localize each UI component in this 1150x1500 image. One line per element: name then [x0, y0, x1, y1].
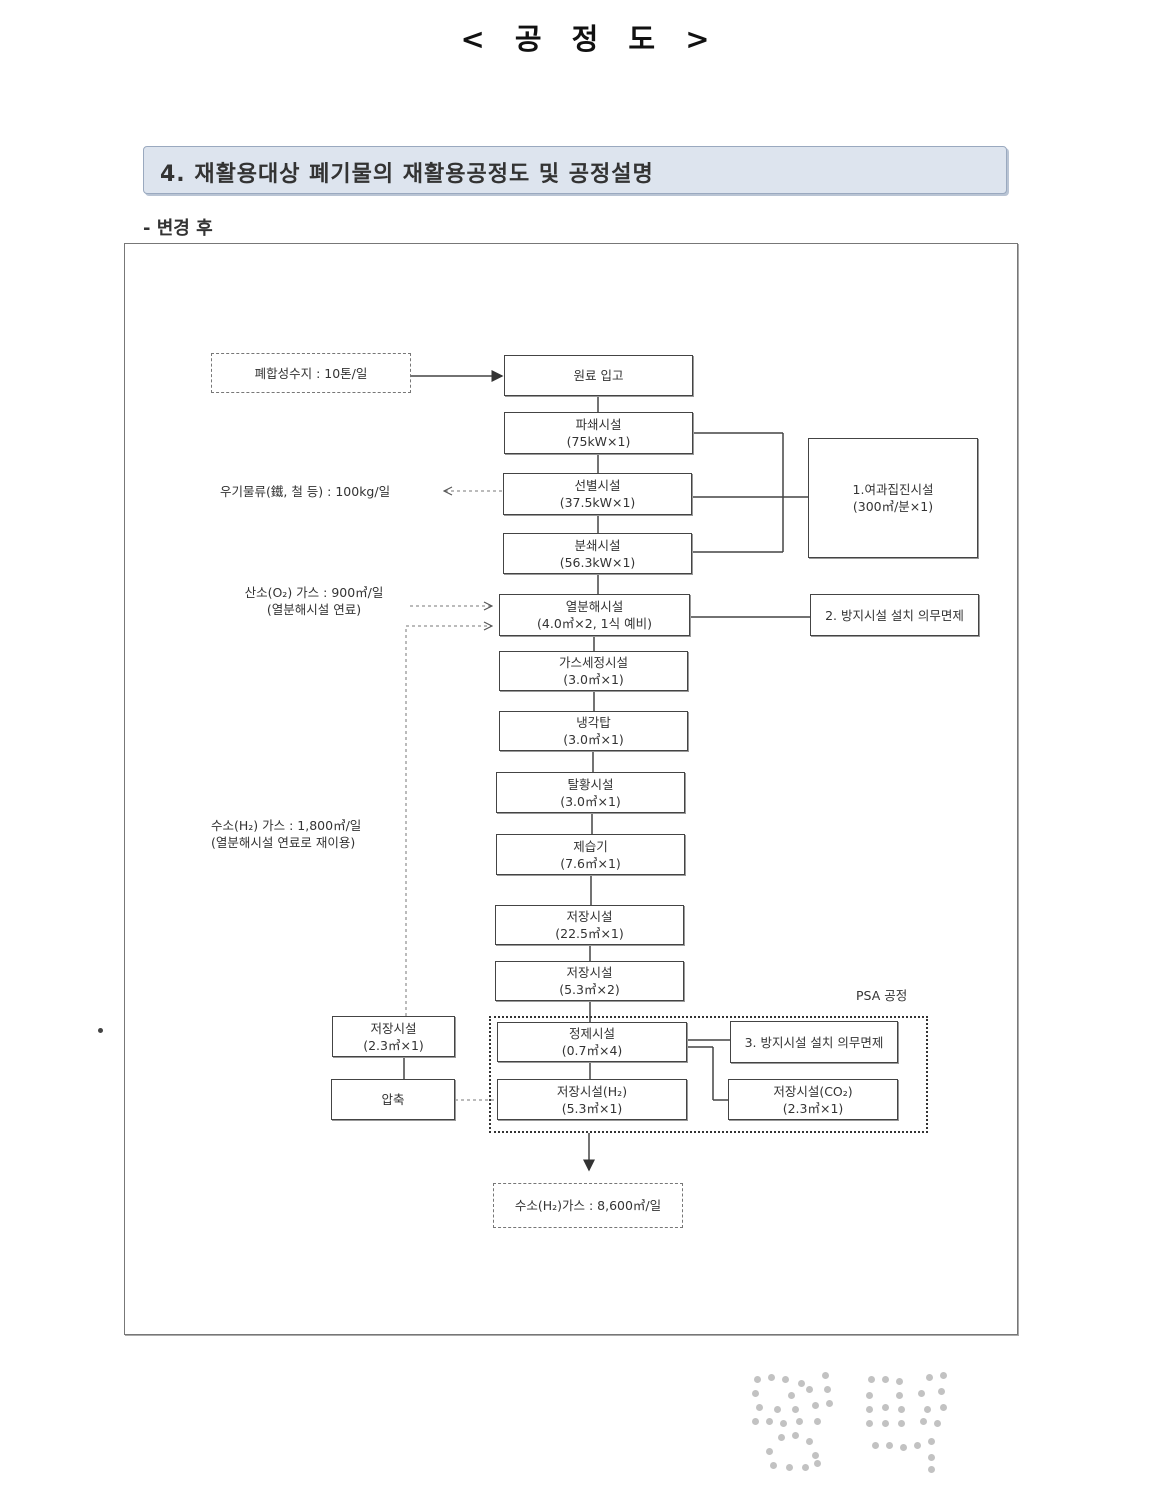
final-output-box: 수소(H₂)가스 : 8,600㎥/일 [493, 1183, 683, 1228]
flow-spec: (3.0㎥×1) [560, 793, 621, 809]
flow-label: 선별시설 [574, 478, 621, 493]
diagram-frame [124, 243, 1018, 1335]
storage-h2-spec: (5.3㎥×1) [561, 1100, 623, 1116]
flow-spec: (3.0㎥×1) [563, 732, 624, 747]
flow-label: 저장시설 [566, 965, 613, 980]
oxygen-note-line1: 산소(O₂) 가스 : 900㎥/일 [244, 585, 384, 600]
flow-box-sorting: 선별시설 (37.5kW×1) [503, 473, 692, 515]
section-title-banner: 4. 재활용대상 폐기물의 재활용공정도 및 공정설명 [143, 146, 1007, 194]
storage-co2-spec: (2.3㎥×1) [782, 1100, 844, 1116]
side-storage-box: 저장시설 (2.3㎥×1) [332, 1016, 455, 1057]
flow-spec: (4.0㎥×2, 1식 예비) [537, 616, 652, 631]
flow-spec: (37.5kW×1) [559, 495, 636, 510]
input-label: 폐합성수지 : 10톤/일 [254, 365, 368, 381]
dust-collector-box: 1.여과집진시설 (300㎥/분×1) [808, 438, 978, 558]
flow-label: 파쇄시설 [575, 417, 622, 432]
flow-spec: (75kW×1) [566, 434, 631, 449]
compression-box: 압축 [331, 1079, 455, 1120]
flow-label: 저장시설 [566, 909, 613, 924]
flow-box-storage-2: 저장시설 (5.3㎥×2) [495, 961, 684, 1001]
flow-label: 가스세정시설 [558, 655, 628, 670]
exemption-3-label: 3. 방지시설 설치 의무면제 [744, 1034, 884, 1050]
flow-box-grinding: 분쇄시설 (56.3kW×1) [503, 533, 692, 574]
hydrogen-note: 수소(H₂) 가스 : 1,800㎥/일 (열분해시설 연료로 재이용) [211, 817, 361, 851]
psa-process-group [489, 1016, 928, 1133]
exemption-2-label: 2. 방지시설 설치 의무면제 [825, 607, 964, 623]
purification-box: 정제시설 (0.7㎥×4) [497, 1022, 687, 1062]
flow-spec: (7.6㎥×1) [560, 855, 621, 871]
side-storage-spec: (2.3㎥×1) [363, 1037, 424, 1053]
storage-h2-box: 저장시설(H₂) (5.3㎥×1) [497, 1079, 687, 1120]
oxygen-note: 산소(O₂) 가스 : 900㎥/일 (열분해시설 연료) [214, 584, 414, 618]
flow-box-gas-scrubber: 가스세정시설 (3.0㎥×1) [499, 651, 688, 691]
dust-collector-spec: (300㎥/분×1) [852, 499, 934, 514]
subheading: - 변경 후 [143, 218, 213, 239]
flow-spec: (5.3㎥×2) [559, 982, 620, 997]
flow-box-desulfurization: 탈황시설 (3.0㎥×1) [496, 772, 685, 813]
psa-label: PSA 공정 [856, 988, 908, 1003]
flow-box-dehumidifier: 제습기 (7.6㎥×1) [496, 834, 685, 875]
flow-spec: (22.5㎥×1) [555, 926, 624, 941]
flow-spec: (56.3kW×1) [559, 554, 636, 570]
storage-co2-label: 저장시설(CO₂) [773, 1083, 853, 1099]
purification-label: 정제시설 [568, 1026, 615, 1041]
flow-box-storage-1: 저장시설 (22.5㎥×1) [495, 905, 684, 945]
dust-collector-label: 1.여과집진시설 [852, 482, 934, 497]
exemption-2-box: 2. 방지시설 설치 의무면제 [810, 594, 979, 636]
purification-spec: (0.7㎥×4) [561, 1043, 623, 1058]
page-title: < 공 정 도 > [460, 22, 720, 56]
hydrogen-note-line1: 수소(H₂) 가스 : 1,800㎥/일 [211, 818, 362, 833]
flow-label: 원료 입고 [573, 368, 624, 383]
section-title: 4. 재활용대상 폐기물의 재활용공정도 및 공정설명 [160, 162, 654, 187]
side-storage-label: 저장시설 [370, 1020, 417, 1036]
flow-label: 분쇄시설 [574, 537, 621, 553]
final-output-label: 수소(H₂)가스 : 8,600㎥/일 [514, 1198, 662, 1213]
flow-label: 열분해시설 [565, 599, 624, 614]
oxygen-note-line2: (열분해시설 연료) [266, 602, 362, 617]
flow-label: 제습기 [573, 838, 608, 854]
metal-output-note: 우기물류(鐵, 철 등) : 100kg/일 [220, 484, 391, 499]
flow-box-raw-material: 원료 입고 [504, 355, 693, 396]
flow-box-pyrolysis: 열분해시설 (4.0㎥×2, 1식 예비) [499, 594, 690, 636]
compression-label: 압축 [381, 1092, 405, 1107]
hydrogen-note-line2: (열분해시설 연료로 재이용) [211, 835, 356, 850]
storage-co2-box: 저장시설(CO₂) (2.3㎥×1) [728, 1079, 898, 1120]
flow-label: 탈황시설 [567, 776, 614, 792]
exemption-3-box: 3. 방지시설 설치 의무면제 [730, 1021, 898, 1063]
flow-label: 냉각탑 [576, 715, 611, 730]
input-box: 폐합성수지 : 10톤/일 [211, 353, 411, 393]
margin-dot [98, 1028, 103, 1033]
storage-h2-label: 저장시설(H₂) [556, 1083, 628, 1099]
flow-box-cooling-tower: 냉각탑 (3.0㎥×1) [499, 711, 688, 751]
flow-box-shredding: 파쇄시설 (75kW×1) [504, 412, 693, 454]
flow-spec: (3.0㎥×1) [563, 672, 624, 687]
